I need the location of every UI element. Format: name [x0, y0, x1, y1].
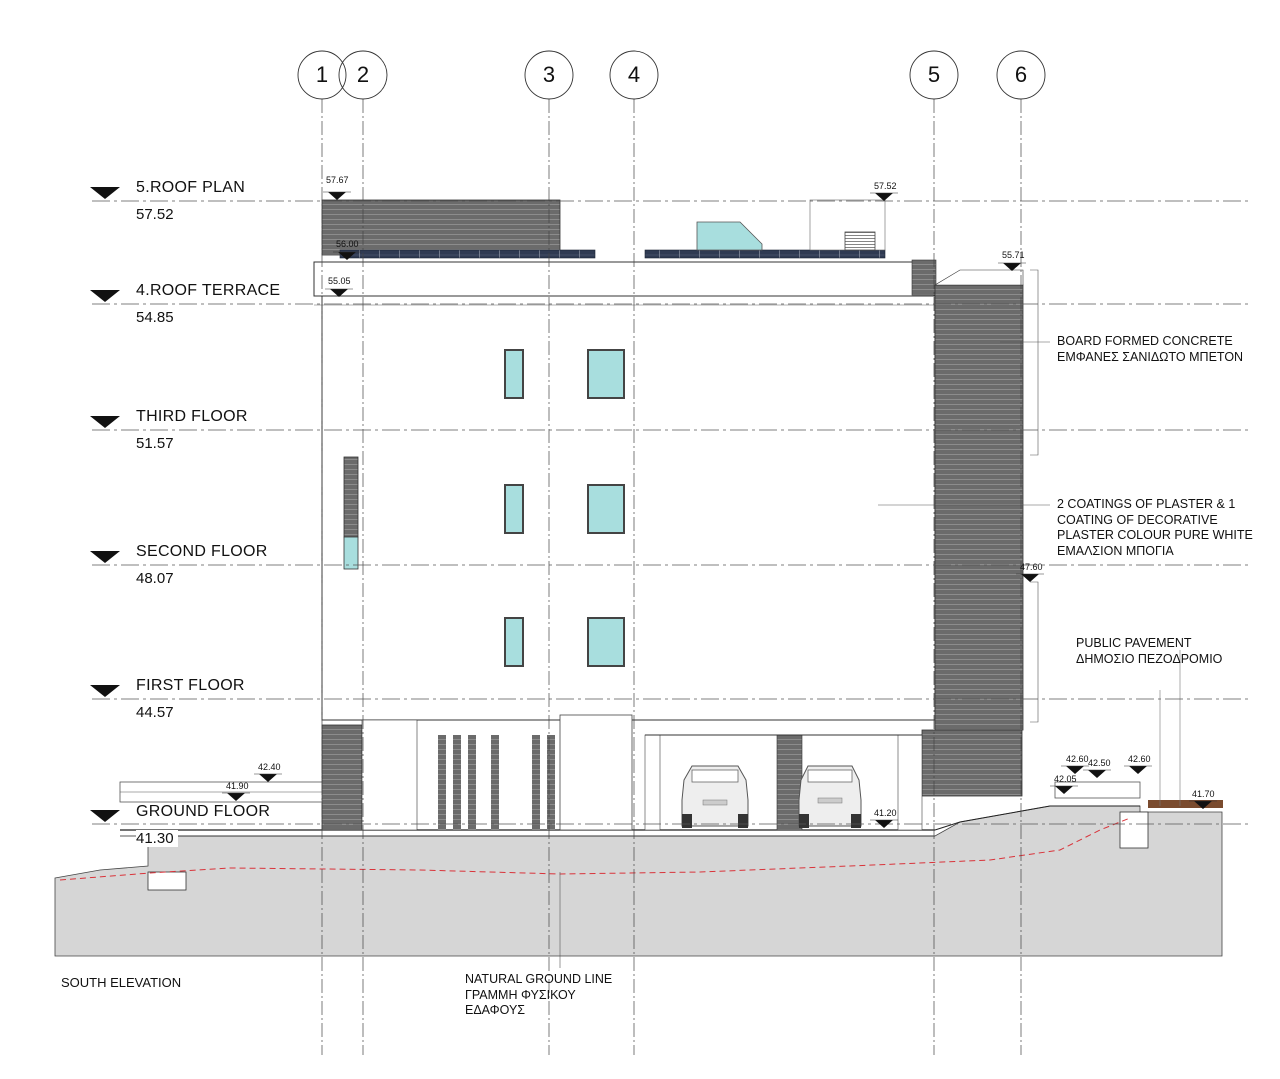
level-name-third-floor: THIRD FLOOR — [136, 408, 248, 425]
pavement-steps — [934, 805, 1140, 831]
level-marker-roof-terrace — [90, 290, 120, 302]
car-right — [798, 765, 862, 828]
concrete-wall-base — [921, 729, 1023, 797]
spot-markers — [222, 191, 1217, 828]
concrete-bracket — [1030, 269, 1039, 456]
spot-right-2: 42.50 — [1088, 758, 1111, 768]
note-public-pavement: PUBLIC PAVEMENT ΔΗΜΟΣΙΟ ΠΕΖΟΔΡΟΜΙΟ — [1076, 636, 1223, 666]
solar-panel-row-1 — [339, 249, 596, 259]
window-third-right — [587, 349, 625, 399]
left-footing — [147, 871, 187, 891]
natural-ground-line — [59, 817, 1131, 881]
level-marker-third-floor — [90, 416, 120, 428]
spot-wall-top: 55.71 — [1002, 250, 1025, 260]
grid-lines — [297, 50, 1046, 1055]
spot-marker-roof_plant — [875, 193, 893, 201]
spot-marker-ground_entrance — [875, 820, 893, 828]
right-soil — [1148, 800, 1223, 808]
level-marker-ground-floor — [90, 810, 120, 822]
window-second-right — [587, 484, 625, 534]
grid-label-1: 1 — [315, 62, 329, 87]
spot-marker-roof_slab — [338, 252, 356, 260]
entrance-door — [559, 714, 633, 831]
roof-parapet — [321, 199, 561, 256]
roof-slab-end — [911, 259, 937, 296]
spot-right-4: 42.60 — [1128, 754, 1151, 764]
board-formed-concrete-wall — [934, 284, 1024, 731]
spot-marker-right_2 — [1088, 770, 1106, 778]
level-elev-roof-terrace: 54.85 — [136, 309, 174, 326]
pavement-bracket — [1030, 581, 1039, 723]
ac-unit-grille — [844, 231, 876, 251]
window-first-right — [587, 617, 625, 667]
building-body — [321, 294, 936, 721]
slot-window-concrete — [343, 456, 359, 538]
window-first-left — [504, 617, 524, 667]
level-name-roof-terrace: 4.ROOF TERRACE — [136, 282, 281, 299]
ground-column-left — [321, 724, 363, 831]
right-footing — [1119, 811, 1149, 849]
window-third-left — [504, 349, 524, 399]
spot-ground-entrance: 41.20 — [874, 808, 897, 818]
window-second-left — [504, 484, 524, 534]
spot-ground-left-1: 42.40 — [258, 762, 281, 772]
ground-section — [54, 805, 1223, 957]
level-marker-first-floor — [90, 685, 120, 697]
level-marker-roof-plan — [90, 187, 120, 199]
spot-marker-wall_mid — [1021, 574, 1039, 582]
glass-roof-housing — [696, 221, 763, 251]
spot-marker-ground_left_2 — [227, 793, 245, 801]
spot-marker-right_4 — [1129, 766, 1147, 774]
level-elev-third-floor: 51.57 — [136, 435, 174, 452]
spot-terrace-top: 55.05 — [328, 276, 351, 286]
spot-marker-terrace_top — [330, 289, 348, 297]
grid-label-3: 3 — [542, 62, 556, 87]
grid-label-4: 4 — [627, 62, 641, 87]
note-natural-ground-line: NATURAL GROUND LINE ΓΡΑΜΜΗ ΦΥΣΙΚΟΥ ΕΔΑΦΟ… — [465, 972, 613, 1017]
spot-marker-right_3 — [1055, 786, 1073, 794]
note-plaster: 2 COATINGS OF PLASTER & 1 COATING OF DEC… — [1057, 497, 1253, 558]
spot-ground-left-2: 41.90 — [226, 781, 249, 791]
level-name-second-floor: SECOND FLOOR — [136, 543, 268, 560]
view-title: SOUTH ELEVATION — [61, 975, 182, 990]
spot-wall-mid: 47.60 — [1020, 562, 1043, 572]
spot-roof-slab: 56.00 — [336, 239, 359, 249]
parking-column — [776, 734, 803, 831]
grid-label-5: 5 — [927, 62, 941, 87]
spot-right-5: 41.70 — [1192, 789, 1215, 799]
note-board-formed-concrete: BOARD FORMED CONCRETE ΕΜΦΑΝΕΣ ΣΑΝΙΔΩΤΟ Μ… — [1057, 334, 1244, 364]
level-elev-first-floor: 44.57 — [136, 704, 174, 721]
grid-label-2: 2 — [356, 62, 370, 87]
level-name-first-floor: FIRST FLOOR — [136, 677, 245, 694]
spot-marker-right_1 — [1066, 766, 1084, 774]
spot-marker-ground_left_1 — [259, 774, 277, 782]
terrace-slab — [313, 261, 935, 297]
solar-panel-row-2 — [644, 249, 886, 259]
level-elev-second-floor: 48.07 — [136, 570, 174, 587]
spot-marker-parapet_top — [328, 192, 346, 200]
level-lines — [90, 187, 1252, 825]
level-marker-second-floor — [90, 551, 120, 563]
spot-right-3: 42.05 — [1054, 774, 1077, 784]
spot-marker-wall_top — [1003, 263, 1021, 271]
entrance-fins — [438, 735, 555, 830]
spot-marker-right_5 — [1194, 801, 1212, 809]
grid-label-6: 6 — [1014, 62, 1028, 87]
spot-roof-plant: 57.52 — [874, 181, 897, 191]
spot-parapet-top: 57.67 — [326, 175, 349, 185]
slot-window-glass — [343, 536, 359, 570]
level-name-roof-plan: 5.ROOF PLAN — [136, 179, 246, 196]
level-elev-roof-plan: 57.52 — [136, 206, 174, 223]
car-left — [681, 765, 749, 828]
level-elev-ground-floor: 41.30 — [136, 830, 178, 847]
level-name-ground-floor: GROUND FLOOR — [136, 803, 271, 820]
spot-right-1: 42.60 — [1066, 754, 1089, 764]
